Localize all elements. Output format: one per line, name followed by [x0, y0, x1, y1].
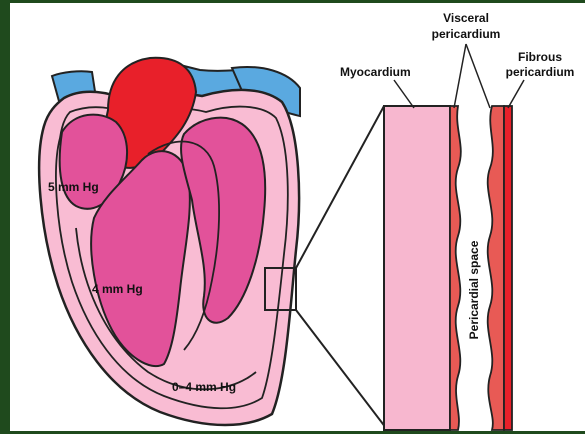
- myocardium-layer: [384, 106, 450, 430]
- visceral-leader-1: [454, 44, 466, 108]
- fibrous-pericardium-label-line2: pericardium: [506, 65, 575, 79]
- zoom-line-top: [296, 106, 384, 268]
- visceral-pericardium-layer: [450, 106, 461, 430]
- visceral-leader-2: [466, 44, 490, 108]
- pressure-label-lower: 0–4 mm Hg: [172, 380, 236, 394]
- parietal-pericardium-layer: [488, 106, 504, 430]
- fibrous-pericardium-layer: [504, 106, 512, 430]
- zoom-line-bottom: [296, 310, 386, 428]
- pressure-label-middle: 4 mm Hg: [92, 282, 143, 296]
- pericardial-space-label: Pericardial space: [467, 240, 481, 339]
- myocardium-label: Myocardium: [340, 65, 411, 79]
- visceral-pericardium-label-line2: pericardium: [432, 27, 501, 41]
- fibrous-leader: [508, 80, 524, 108]
- visceral-pericardium-label-line1: Visceral: [443, 11, 489, 25]
- fibrous-pericardium-label-line1: Fibrous: [518, 50, 562, 64]
- pressure-label-upper: 5 mm Hg: [48, 180, 99, 194]
- myocardium-leader: [394, 80, 414, 108]
